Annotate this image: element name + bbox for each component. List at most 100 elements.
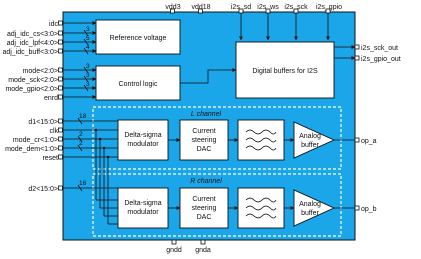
pin-vdd3-pad: [170, 8, 175, 14]
right-pins: i2s_sck_out i2s_gpio_out op_a op_b: [354, 44, 401, 213]
bus-width-mode-sck: 3: [86, 72, 90, 79]
r-dac-line3: DAC: [197, 214, 212, 221]
l-dac-line1: Current: [192, 128, 215, 135]
pin-i2s-gpio-out-label: i2s_gpio_out: [361, 56, 401, 63]
pin-mode-sck-pad: [58, 76, 63, 82]
pin-i2s-gpio-out-pad: [354, 55, 360, 61]
bus-width-buff: 4: [86, 44, 90, 51]
pin-reset-label: reset: [42, 155, 58, 162]
l-dac-block: [179, 119, 229, 161]
pin-mode-dem-label: mode_dem<1:0>: [5, 146, 58, 153]
left-mid-wires: [63, 66, 97, 99]
r-modulator-line2: modulator: [127, 209, 159, 216]
l-buffer-line2: buffer: [301, 142, 319, 149]
pin-i2s-ws-pad: [265, 8, 271, 14]
pin-op-b-label: op_b: [361, 206, 377, 213]
pin-adj-idc-lpf-label: adj_idc_lpf<4:0>: [7, 40, 58, 47]
r-buffer-line1: Analog: [299, 201, 321, 208]
pin-mode-sck-label: mode_sck<2:0>: [8, 77, 58, 84]
pin-i2s-sd-label: i2s_sd: [231, 4, 251, 11]
pin-mode-gpio-label: mode_gpio<2:0>: [5, 86, 58, 93]
bus-width-cs: 3: [86, 26, 90, 33]
pin-vdd18-label: vdd18: [191, 4, 210, 11]
r-filter-block: [237, 187, 285, 229]
pin-i2s-gpio-pad: [325, 8, 331, 14]
pin-mode-gpio-pad: [58, 85, 63, 91]
pin-idc-pad: [58, 20, 63, 26]
pin-vdd18-pad: [198, 8, 203, 14]
reference-voltage-label: Reference voltage: [110, 35, 167, 42]
l-filter-icon: [245, 129, 277, 151]
l-modulator-line1: Delta-sigma: [124, 132, 161, 139]
digital-buffers-label: Digital buffers for I2S: [252, 68, 318, 75]
pin-gnda-label: gnda: [195, 247, 211, 254]
control-logic-label: Control logic: [119, 81, 158, 88]
pin-d1-label: d1<15:0>: [28, 119, 58, 126]
r-modulator-line1: Delta-sigma: [124, 200, 161, 207]
bus-width-mode-gpio: 3: [86, 81, 90, 88]
pin-gndd-label: gndd: [166, 247, 182, 254]
bus-width-mode-cr: 2: [79, 131, 83, 138]
digital-buffers-block: [235, 41, 335, 99]
bottom-pins: gndd gnda: [166, 239, 211, 254]
r-dac-line2: steering: [192, 205, 217, 212]
pin-mode-label: mode<2:0>: [23, 68, 58, 75]
pin-idc-label: idc: [49, 21, 58, 28]
left-pins-rch: d2<15:0>: [28, 185, 63, 193]
r-channel-blocks: Delta-sigma modulator Current steering D…: [117, 187, 336, 229]
bus-width-d1: 18: [79, 113, 87, 120]
r-buffer-line2: buffer: [301, 210, 319, 217]
pin-d2-pad: [58, 185, 63, 191]
junction-dots: [94, 128, 110, 159]
bus-width-mode-dem: 2: [79, 140, 83, 147]
pin-gnda-pad: [200, 239, 206, 245]
pin-i2s-sck-label: i2s_sck: [284, 4, 308, 11]
l-filter-block: [237, 119, 285, 161]
pin-clk-pad: [58, 127, 63, 133]
r-channel-title: R channel: [190, 178, 222, 185]
pin-mode-cr-label: mode_cr<1:0>: [13, 137, 58, 144]
pin-vdd3-label: vdd3: [165, 4, 180, 11]
l-dac-line3: DAC: [197, 146, 212, 153]
pin-i2s-ws-label: i2s_ws: [257, 4, 279, 11]
pin-i2s-gpio-label: i2s_gpio: [316, 4, 342, 11]
pin-adj-idc-cs-label: adj_idc_cs<3:0>: [7, 31, 58, 38]
control-logic-block: [95, 65, 181, 101]
pin-op-b-pad: [354, 205, 360, 211]
pin-op-a-pad: [354, 137, 360, 143]
pin-adj-idc-lpf-pad: [58, 39, 63, 45]
r-filter-icon: [245, 197, 277, 219]
l-modulator-line2: modulator: [127, 141, 159, 148]
pin-i2s-sd-pad: [238, 8, 244, 14]
pin-i2s-sck-out-label: i2s_sck_out: [361, 45, 398, 52]
reference-voltage-block: [95, 19, 181, 55]
pin-adj-idc-cs-pad: [58, 30, 63, 36]
pin-adj-idc-buff-pad: [58, 48, 63, 54]
bus-width-lpf: 5: [86, 35, 90, 42]
shared-control-wires: [63, 130, 118, 225]
left-pins-top: idc adj_idc_cs<3:0> adj_idc_lpf<4:0> adj…: [2, 20, 63, 56]
l-dac-line2: steering: [192, 137, 217, 144]
pin-d1-pad: [58, 118, 63, 124]
pin-enrd-label: enrd: [44, 95, 58, 102]
top-pins: vdd3 vdd18 i2s_sd i2s_ws i2s_sck i2s_gpi…: [165, 4, 342, 14]
pin-d2-label: d2<15:0>: [28, 186, 58, 193]
r-dac-line1: Current: [192, 196, 215, 203]
pin-mode-cr-pad: [58, 136, 63, 142]
pin-reset-pad: [58, 154, 63, 160]
pin-i2s-sck-pad: [293, 8, 299, 14]
l-modulator-block: [117, 119, 169, 161]
i2s-input-wires: [239, 13, 330, 41]
pin-clk-label: clk: [49, 128, 58, 135]
digital-buffer-outputs: [334, 45, 356, 60]
logic-to-buffers-wire: [180, 68, 237, 84]
pin-adj-idc-buff-label: adj_idc_buff<3:0>: [2, 49, 58, 56]
l-channel-blocks: Delta-sigma modulator Current steering D…: [117, 119, 336, 161]
r-dac-block: [179, 187, 229, 229]
pin-enrd-pad: [58, 94, 63, 100]
pin-gndd-pad: [171, 239, 177, 245]
left-pins-mid: mode<2:0> mode_sck<2:0> mode_gpio<2:0> e…: [5, 67, 63, 102]
pin-op-a-label: op_a: [361, 138, 377, 145]
